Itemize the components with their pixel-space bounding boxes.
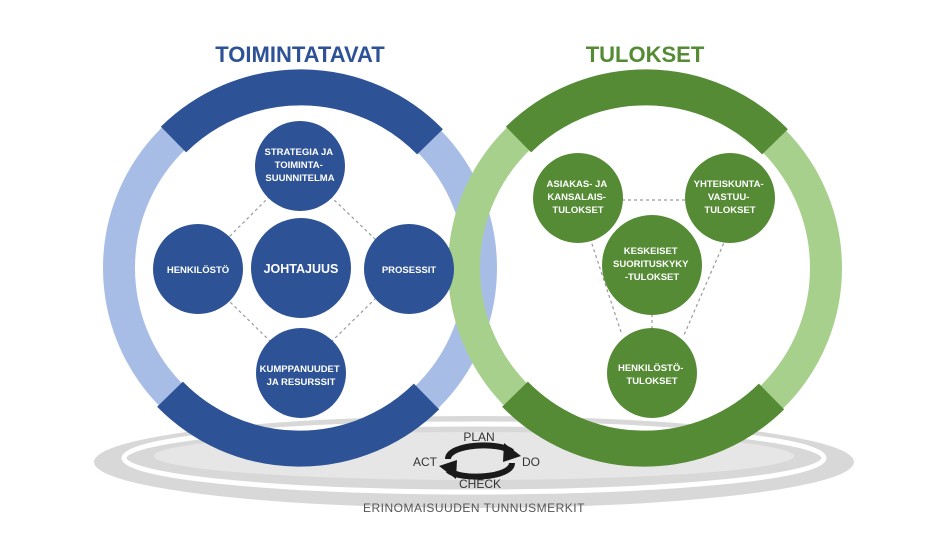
connector [225, 195, 271, 241]
node-label: TULOKSET [626, 376, 677, 387]
node-label: TULOKSET [552, 205, 603, 216]
node-circle [364, 224, 454, 314]
node-label: KUMPPANUUDET [260, 364, 340, 375]
node-circle [685, 153, 775, 243]
svg-text:HENKILÖSTÖ- TULOKSET: HENKILÖSTÖ- TULOKSET [618, 363, 686, 387]
left-ring-bottom-arc [157, 381, 440, 467]
node-label: JOHTAJUUS [264, 262, 339, 276]
node-circle [533, 153, 623, 243]
pdca-plan: PLAN [463, 430, 494, 444]
node-label: JA RESURSSIT [267, 377, 336, 388]
node-label: -TULOKSET [625, 272, 680, 283]
svg-text:HENKILÖSTÖ: HENKILÖSTÖ [167, 265, 229, 276]
node-label: PROSESSIT [382, 265, 437, 276]
node-label: STRATEGIA JA [265, 147, 334, 158]
node-label: ASIAKAS- JA [547, 179, 608, 190]
node-label: SUUNNITELMA [265, 173, 334, 184]
right-nodes: ASIAKAS- JA KANSALAIS- TULOKSET YHTEISKU… [533, 153, 775, 418]
svg-text:KUMPPANUUDET JA RESURS: KUMPPANUUDET JA RESURSSIT [260, 364, 343, 388]
pdca-do: DO [522, 455, 540, 469]
node-circle [255, 121, 345, 211]
connector [225, 297, 273, 344]
node-circle [607, 328, 697, 418]
node-circle [251, 218, 351, 318]
node-customer-results: ASIAKAS- JA KANSALAIS- TULOKSET [533, 153, 623, 243]
node-circle [256, 328, 346, 418]
svg-text:KESKEISET SUORITUSKYKY: KESKEISET SUORITUSKYKY -TULOKSET [613, 246, 691, 283]
node-label: KESKEISET [624, 246, 678, 257]
pdca-check: CHECK [459, 477, 501, 491]
left-ring [103, 69, 497, 467]
node-label: KANSALAIS- [547, 192, 606, 203]
base-ring-white [121, 421, 827, 495]
svg-text:ASIAKAS- JA KANSALAIS-: ASIAKAS- JA KANSALAIS- TULOKSET [547, 179, 610, 216]
node-label: SUORITUSKYKY [613, 259, 689, 270]
right-ring [448, 69, 842, 467]
connector [589, 237, 623, 336]
right-ring-top-arc [505, 69, 788, 155]
node-label: VASTUU- [708, 192, 750, 203]
svg-text:STRATEGIA JA TOIMINTA-: STRATEGIA JA TOIMINTA- SUUNNITELMA [265, 147, 336, 184]
node-label: YHTEISKUNTA- [694, 179, 764, 190]
right-connectors [589, 199, 727, 336]
connector [329, 297, 377, 344]
node-label: TULOKSET [704, 205, 755, 216]
pdca-act: ACT [413, 455, 438, 469]
node-strategy: STRATEGIA JA TOIMINTA- SUUNNITELMA [255, 121, 345, 211]
base-label: ERINOMAISUUDEN TUNNUSMERKIT [363, 501, 585, 515]
right-heading: TULOKSET [586, 42, 705, 67]
cycle-arrows-icon [439, 442, 521, 480]
pdca-cycle: PLAN DO CHECK ACT [413, 430, 540, 491]
connector [329, 195, 377, 241]
left-heading: TOIMINTATAVAT [215, 42, 385, 67]
node-label: TOIMINTA- [275, 160, 323, 171]
node-label: HENKILÖSTÖ- [618, 363, 683, 374]
svg-text:YHTEISKUNTA- VASTUU-: YHTEISKUNTA- VASTUU- TULOKSET [694, 179, 767, 216]
node-personnel-results: HENKILÖSTÖ- TULOKSET [607, 328, 697, 418]
svg-text:JOHTAJUUS: JOHTAJUUS [264, 262, 339, 276]
node-leadership: JOHTAJUUS [251, 218, 351, 318]
node-circle [602, 215, 702, 315]
node-label: HENKILÖSTÖ [167, 265, 229, 276]
left-ring-top-arc [160, 69, 443, 155]
node-personnel: HENKILÖSTÖ [153, 224, 243, 314]
svg-text:PROSESSIT: PROSESSIT [382, 265, 437, 276]
right-ring-bottom-arc [502, 381, 785, 467]
node-circle [153, 224, 243, 314]
node-processes: PROSESSIT [364, 224, 454, 314]
left-connectors [225, 195, 377, 344]
left-nodes: STRATEGIA JA TOIMINTA- SUUNNITELMA JOHTA… [153, 121, 454, 418]
node-key-performance-results: KESKEISET SUORITUSKYKY -TULOKSET [602, 215, 702, 315]
node-partnerships: KUMPPANUUDET JA RESURSSIT [256, 328, 346, 418]
node-society-results: YHTEISKUNTA- VASTUU- TULOKSET [685, 153, 775, 243]
